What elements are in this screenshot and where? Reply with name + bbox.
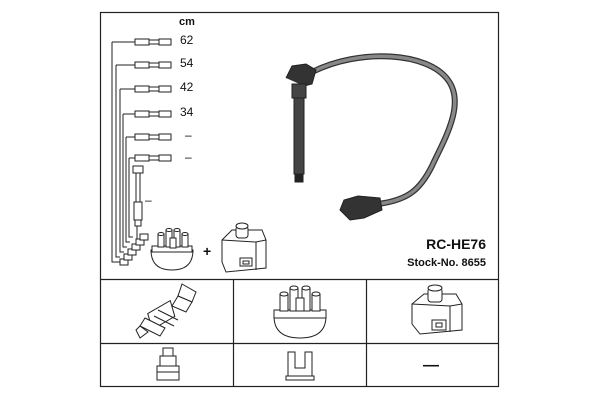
- ignition-coil-icon: [221, 222, 267, 273]
- lead-length-3: 42: [180, 80, 194, 94]
- stock-number: Stock-No. 8655: [407, 257, 486, 269]
- table-frame: [99, 11, 500, 388]
- distributor-cap-large-icon: [273, 285, 327, 339]
- model-number: RC-HE76: [426, 236, 486, 252]
- lead-length-1: 62: [180, 33, 194, 47]
- lead-length-2: 54: [180, 56, 194, 70]
- empty-cell-dash: —: [423, 357, 439, 374]
- lead-length-6: –: [185, 150, 192, 164]
- length-unit-label: cm: [179, 16, 195, 28]
- distributor-cap-icon: [150, 228, 194, 271]
- cap-terminal-icon: [285, 351, 315, 381]
- ignition-lead-icon: [285, 53, 458, 221]
- lead-length-5: –: [185, 128, 192, 142]
- lead-length-7: –: [145, 193, 152, 207]
- lead-length-4: 34: [180, 105, 194, 119]
- lead-schematic: [111, 38, 172, 266]
- plus-sign: +: [203, 243, 212, 259]
- ignition-coil-large-icon: [411, 284, 463, 335]
- spark-plug-icon: [135, 283, 197, 339]
- plug-terminal-icon: [156, 347, 180, 381]
